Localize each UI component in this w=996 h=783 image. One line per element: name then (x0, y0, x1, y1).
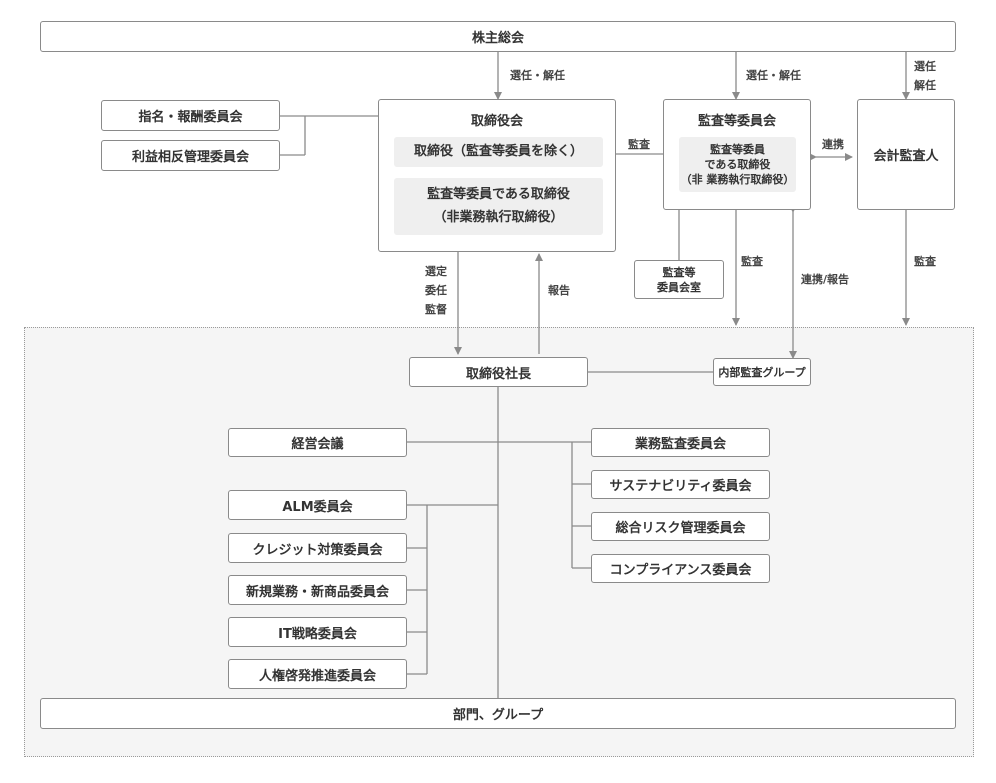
committee-compliance: コンプライアンス委員会 (591, 554, 770, 583)
accounting-auditor: 会計監査人 (857, 99, 955, 210)
label-audit-to-board: 監査 (628, 138, 650, 151)
committee-label: サステナビリティ委員会 (609, 479, 752, 494)
board-directors: 取締役（監査等委員を除く） (394, 137, 603, 167)
committee-alm: ALM委員会 (228, 490, 407, 520)
shareholders-meeting-label: 株主総会 (471, 31, 524, 46)
internal-audit-group: 内部監査グループ (713, 358, 811, 386)
management-meeting: 経営会議 (228, 428, 407, 457)
audit-office-label: 監査等 委員会室 (657, 265, 701, 294)
committee-label: コンプライアンス委員会 (609, 563, 752, 578)
committee-risk-management: 総合リスク管理委員会 (591, 512, 770, 541)
committee-it-strategy: IT戦略委員会 (228, 617, 407, 647)
board-title: 取締役会 (470, 114, 523, 129)
label-appoint-dismiss-board: 選任・解任 (510, 69, 565, 82)
audit-committee-title: 監査等委員会 (697, 114, 776, 129)
label-select-delegate-supervise: 選定 委任 監督 (425, 265, 447, 316)
audit-committee-members: 監査等委員 である取締役 （非 業務執行取締役） (679, 137, 796, 192)
label-report: 報告 (548, 284, 570, 297)
board-audit-directors: 監査等委員である取締役 （非業務執行取締役） (394, 178, 603, 235)
committee-sustainability: サステナビリティ委員会 (591, 470, 770, 499)
committee-operational-audit: 業務監査委員会 (591, 428, 770, 457)
label-appoint-dismiss-audit: 選任・解任 (746, 69, 801, 82)
president-label: 取締役社長 (465, 366, 531, 382)
board-of-directors: 取締役会 取締役（監査等委員を除く） 監査等委員である取締役 （非業務執行取締役… (378, 99, 616, 252)
departments-groups: 部門、グループ (40, 698, 956, 729)
president: 取締役社長 (409, 357, 588, 387)
executive-region (24, 327, 974, 757)
label-appoint-dismiss-auditor: 選任 解任 (914, 60, 936, 92)
nomination-remuneration-committee: 指名・報酬委員会 (101, 100, 280, 131)
committee-label: 業務監査委員会 (634, 437, 726, 452)
committee-label: ALM委員会 (282, 499, 353, 515)
committee-human-rights: 人権啓発推進委員会 (228, 659, 407, 689)
conflict-label: 利益相反管理委員会 (131, 150, 249, 165)
departments-label: 部門、グループ (452, 708, 544, 723)
accounting-auditor-label: 会計監査人 (873, 149, 939, 164)
shareholders-meeting: 株主総会 (40, 21, 956, 52)
internal-audit-label: 内部監査グループ (718, 366, 806, 379)
label-coordination: 連携 (822, 138, 844, 151)
nomination-label: 指名・報酬委員会 (138, 110, 243, 125)
label-audit-down: 監査 (741, 255, 763, 268)
label-coord-report: 連携/報告 (801, 273, 850, 286)
committee-credit: クレジット対策委員会 (228, 533, 407, 563)
committee-label: 総合リスク管理委員会 (615, 521, 746, 536)
conflict-of-interest-committee: 利益相反管理委員会 (101, 140, 280, 171)
audit-committee-office: 監査等 委員会室 (634, 260, 724, 299)
management-meeting-label: 経営会議 (291, 437, 344, 452)
label-auditor-audit: 監査 (914, 255, 936, 268)
committee-new-business: 新規業務・新商品委員会 (228, 575, 407, 605)
committee-label: 人権啓発推進委員会 (258, 668, 376, 684)
committee-label: クレジット対策委員会 (252, 542, 383, 558)
audit-committee: 監査等委員会 監査等委員 である取締役 （非 業務執行取締役） (663, 99, 811, 210)
committee-label: IT戦略委員会 (278, 626, 357, 642)
committee-label: 新規業務・新商品委員会 (245, 584, 389, 600)
